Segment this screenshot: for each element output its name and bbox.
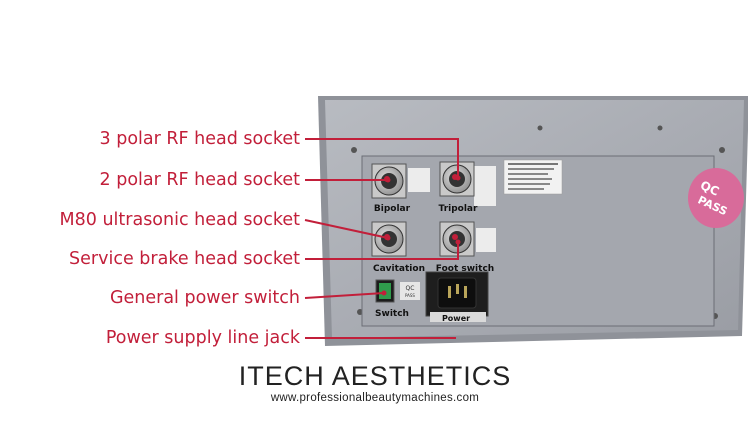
power-label: Power (442, 314, 470, 323)
leader-dot (385, 177, 391, 183)
warning-sticker (408, 168, 430, 192)
callout-power-jack: Power supply line jack (105, 328, 300, 348)
leader-dot (385, 235, 391, 241)
tripolar-label: Tripolar (439, 204, 478, 214)
screw (537, 125, 543, 131)
leader-power-switch (304, 292, 385, 299)
qc-sticker: QC PASS (400, 282, 420, 300)
qc-pass-badge: QC PASS (688, 168, 744, 228)
cavitation-label: Cavitation (373, 264, 425, 274)
qc-sticker-line2: PASS (405, 293, 415, 298)
callout-3-polar-rf: 3 polar RF head socket (99, 129, 300, 149)
brand-url[interactable]: www.professionalbeautymachines.com (270, 392, 480, 404)
leader-3-polar (305, 138, 459, 178)
warning-sticker (474, 166, 496, 206)
leader-dot (381, 290, 387, 296)
foot-switch-label: Foot switch (436, 264, 494, 274)
power-inlet[interactable] (425, 271, 489, 317)
spec-sticker (503, 159, 563, 195)
switch-label: Switch (375, 309, 409, 319)
bipolar-label: Bipolar (374, 204, 411, 214)
screw (719, 147, 725, 153)
warning-sticker (476, 228, 496, 252)
power-label-plate (430, 312, 486, 322)
leader-m80 (304, 219, 389, 239)
screw (351, 147, 357, 153)
leader-dot (455, 175, 461, 181)
screw (657, 125, 663, 131)
callout-service-brake: Service brake head socket (69, 249, 300, 269)
callout-2-polar-rf: 2 polar RF head socket (99, 170, 300, 190)
qc-sticker-line1: QC (406, 285, 415, 292)
leader-service-brake (305, 242, 459, 260)
callout-power-switch: General power switch (109, 288, 300, 308)
leader-dot (455, 239, 461, 245)
callout-m80-ultrasonic: M80 ultrasonic head socket (59, 210, 300, 230)
brand-title: ITECH AESTHETICS (238, 361, 512, 391)
